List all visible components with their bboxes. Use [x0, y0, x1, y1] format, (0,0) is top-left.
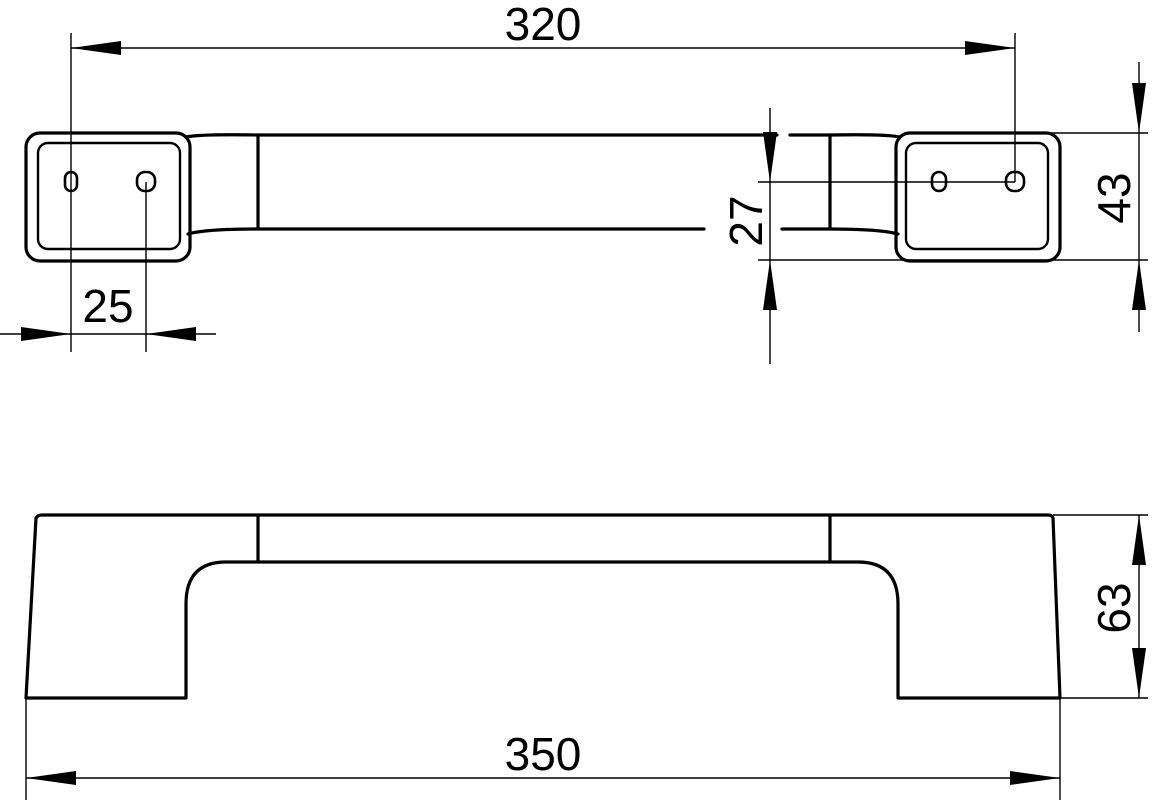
- arrow-27-bottom: [763, 260, 777, 310]
- arrow-63-top: [1132, 515, 1146, 565]
- dim-350-label: 350: [505, 728, 582, 780]
- left-mounting-block-outer: [24, 131, 192, 263]
- right-mounting-block-inner: [904, 141, 1050, 251]
- arrow-25-right: [146, 327, 196, 341]
- arrow-320-left: [71, 41, 121, 55]
- right-mounting-block-outer: [894, 131, 1062, 263]
- arrow-350-left: [26, 771, 76, 785]
- arrow-25-left: [21, 327, 71, 341]
- bar-bottom-edge: [186, 227, 706, 236]
- bar-top-edge-right: [788, 133, 902, 139]
- handle-profile: [24, 513, 1062, 700]
- arrow-43-top: [1132, 83, 1146, 133]
- arrow-43-bottom: [1132, 260, 1146, 310]
- side-view: 63 350: [24, 513, 1148, 800]
- dim-63-label: 63: [1088, 582, 1140, 633]
- dim-25-label: 25: [82, 280, 133, 332]
- bar-top-edge: [184, 133, 779, 139]
- left-mounting-block-inner: [36, 141, 182, 251]
- arrow-320-right: [965, 41, 1015, 55]
- arrow-350-right: [1010, 771, 1060, 785]
- arrow-27-top: [763, 132, 777, 182]
- dim-43-label: 43: [1088, 172, 1140, 223]
- top-view: 320 25 27 43: [0, 0, 1148, 364]
- bar-bottom-edge-right: [780, 227, 900, 236]
- arrow-63-bottom: [1132, 648, 1146, 698]
- dim-320-label: 320: [505, 0, 582, 50]
- dim-27-label: 27: [720, 195, 772, 246]
